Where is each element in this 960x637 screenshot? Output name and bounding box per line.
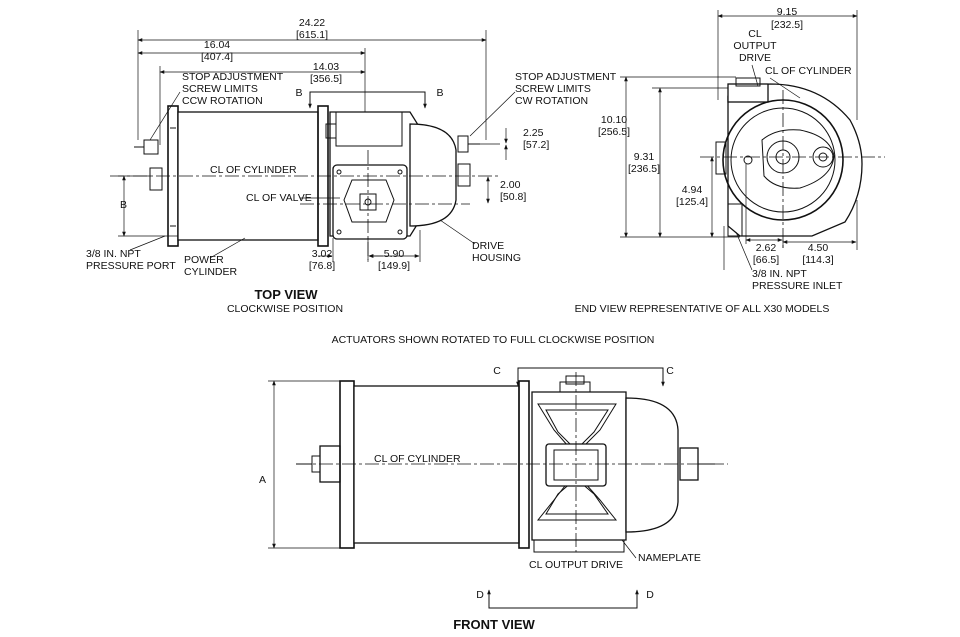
dim-494-mm: [125.4]: [676, 196, 708, 208]
npt-inlet-line1: 3/8 IN. NPT: [752, 268, 807, 280]
dim-450-mm: [114.3]: [802, 254, 833, 266]
drive-housing: [325, 111, 457, 240]
dim-b-label: B: [120, 199, 127, 211]
top-cl-cylinder-label: CL OF CYLINDER: [210, 164, 297, 176]
dim-931-mm: [236.5]: [628, 163, 660, 175]
section-d-left: D: [476, 589, 484, 601]
drive-housing-line2: HOUSING: [472, 252, 521, 264]
end-cl-cylinder-label: CL OF CYLINDER: [765, 65, 852, 77]
stop-ccw-line3: CCW ROTATION: [182, 95, 263, 107]
dim-262-mm: [66.5]: [753, 254, 779, 266]
end-cl-output-line2: OUTPUT: [733, 40, 777, 52]
dim-225-mm: [57.2]: [523, 139, 549, 151]
front-cl-output-label: CL OUTPUT DRIVE: [529, 559, 623, 571]
end-cl-output-line3: DRIVE: [739, 52, 771, 64]
dim-200: 2.00: [500, 179, 521, 191]
dim-200-mm: [50.8]: [500, 191, 526, 203]
top-view-subtitle: CLOCKWISE POSITION: [227, 303, 343, 315]
dim-overall: 24.22: [299, 17, 325, 29]
dim-16: 16.04: [204, 39, 230, 51]
power-cylinder-line1: POWER: [184, 254, 224, 266]
stop-cw-line3: CW ROTATION: [515, 95, 588, 107]
dim-14: 14.03: [313, 61, 339, 73]
ccw-stop-screw: [134, 139, 163, 191]
dim-302-mm: [76.8]: [309, 260, 335, 272]
npt-port-line1: 3/8 IN. NPT: [86, 248, 141, 260]
dim-1010: 10.10: [601, 114, 627, 126]
stop-cw-line1: STOP ADJUSTMENT: [515, 71, 617, 83]
section-d-right: D: [646, 589, 654, 601]
npt-port-line2: PRESSURE PORT: [86, 260, 176, 272]
end-cl-output-line1: CL: [748, 28, 762, 40]
dim-915: 9.15: [777, 6, 798, 18]
top-cl-valve-label: CL OF VALVE: [246, 192, 312, 204]
dim-overall-mm: [615.1]: [296, 29, 328, 41]
dim-915-mm: [232.5]: [771, 19, 803, 31]
dim-931: 9.31: [634, 151, 655, 163]
npt-inlet-line2: PRESSURE INLET: [752, 280, 843, 292]
dim-590-mm: [149.9]: [378, 260, 410, 272]
power-cylinder-line2: CYLINDER: [184, 266, 238, 278]
dim-14-mm: [356.5]: [310, 73, 342, 85]
cw-stop-screw: [457, 135, 480, 187]
dim-262: 2.62: [756, 242, 777, 254]
stop-cw-line2: SCREW LIMITS: [515, 83, 591, 95]
drive-housing-line1: DRIVE: [472, 240, 504, 252]
dim-302: 3.02: [312, 248, 333, 260]
section-c-right: C: [666, 365, 674, 377]
end-view-caption: END VIEW REPRESENTATIVE OF ALL X30 MODEL…: [575, 303, 830, 315]
section-c-left: C: [493, 365, 501, 377]
top-view: [110, 30, 516, 262]
section-b-right: B: [436, 87, 443, 99]
end-view: [620, 10, 885, 271]
front-view: [268, 367, 728, 609]
dim-450: 4.50: [808, 242, 829, 254]
dim-16-mm: [407.4]: [201, 51, 233, 63]
dim-590: 5.90: [384, 248, 405, 260]
section-b-left: B: [295, 87, 302, 99]
dim-225: 2.25: [523, 127, 544, 139]
stop-ccw-line1: STOP ADJUSTMENT: [182, 71, 284, 83]
stop-ccw-line2: SCREW LIMITS: [182, 83, 258, 95]
rotation-note: ACTUATORS SHOWN ROTATED TO FULL CLOCKWIS…: [332, 334, 655, 346]
front-view-title: FRONT VIEW: [453, 617, 535, 632]
dim-494: 4.94: [682, 184, 703, 196]
dim-a-label: A: [259, 474, 266, 486]
nameplate-label: NAMEPLATE: [638, 552, 701, 564]
front-cl-cylinder-label: CL OF CYLINDER: [374, 453, 461, 465]
top-view-title: TOP VIEW: [254, 287, 318, 302]
dim-1010-mm: [256.5]: [598, 126, 630, 138]
